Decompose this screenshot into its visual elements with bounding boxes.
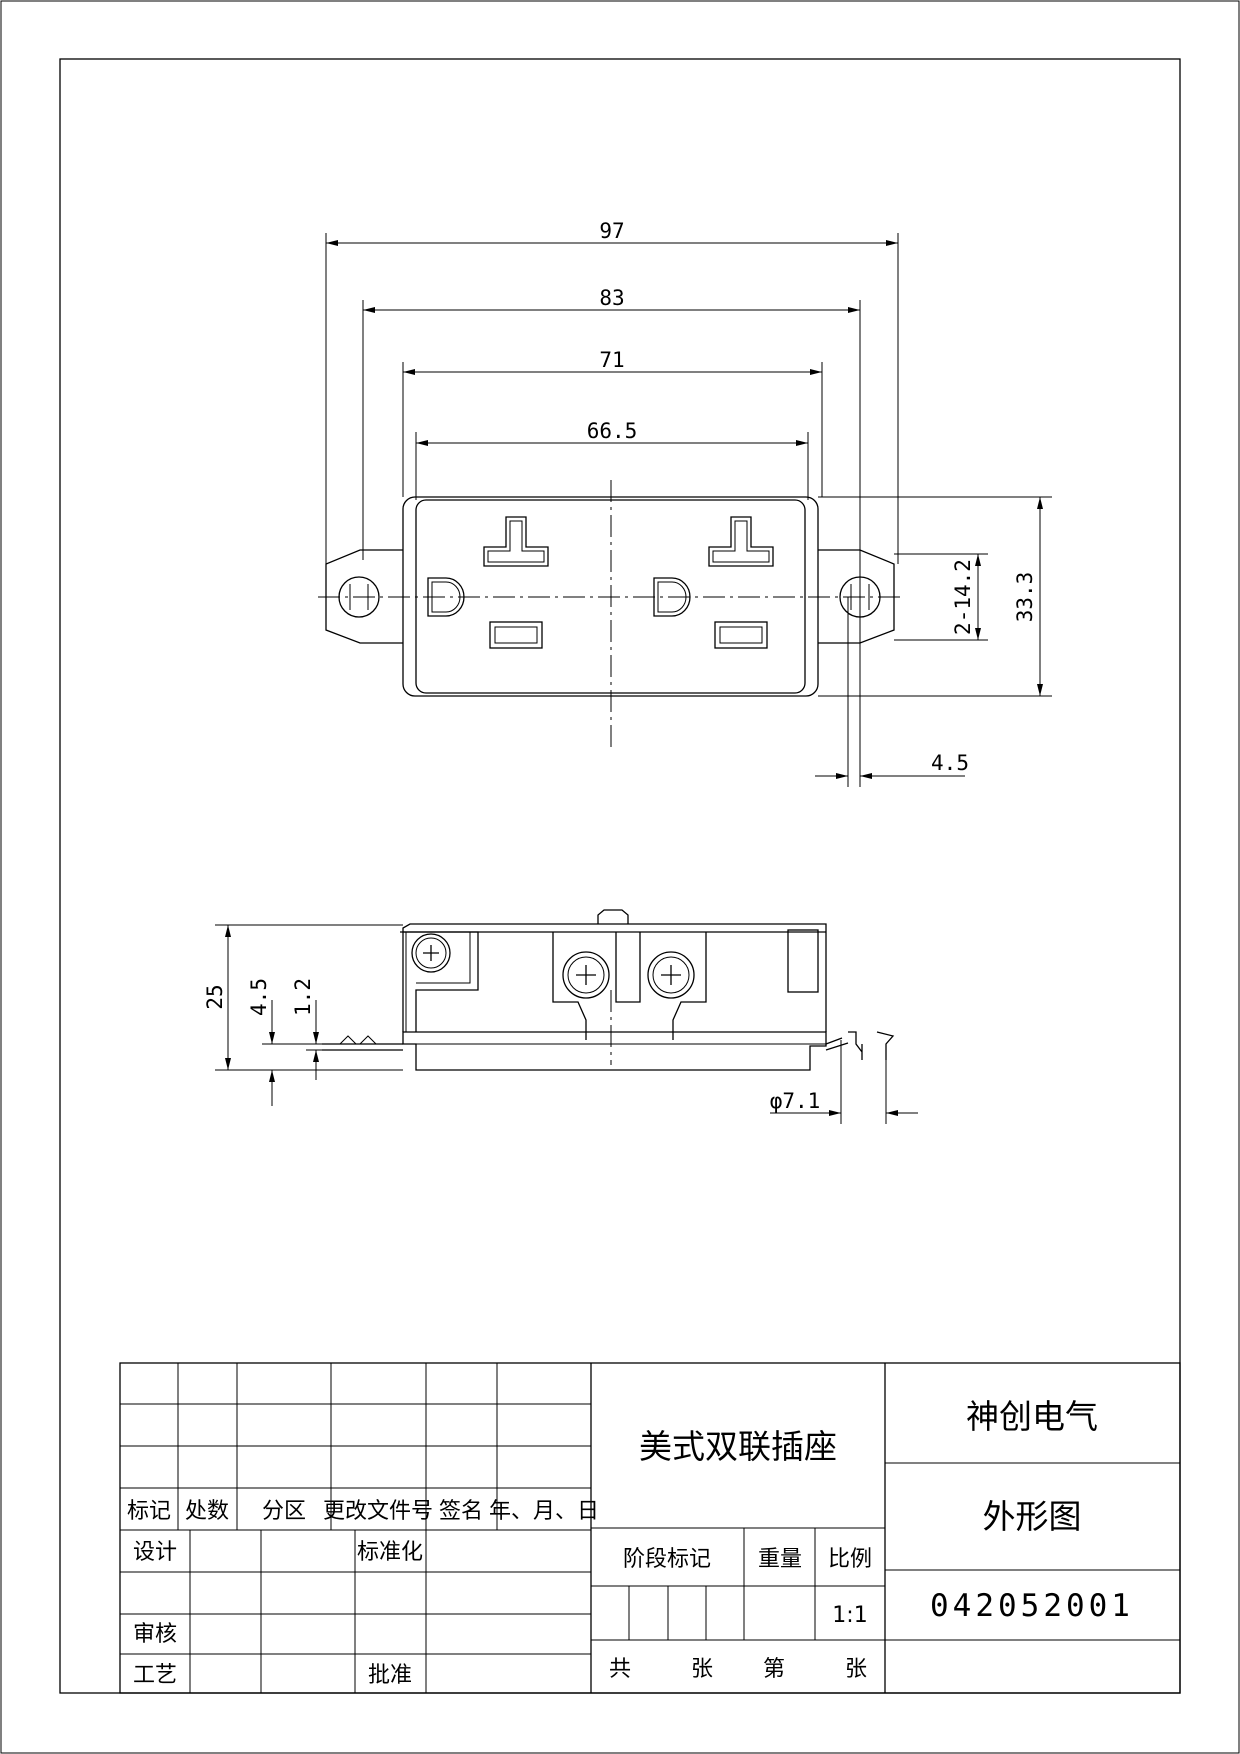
drawing-type: 外形图 bbox=[983, 1497, 1082, 1536]
label-mark: 标记 bbox=[127, 1499, 171, 1524]
dim-25: 25 bbox=[203, 984, 227, 1009]
right-outlet bbox=[653, 516, 774, 649]
label-design: 设计 bbox=[133, 1540, 177, 1565]
center-right-screw bbox=[647, 951, 695, 999]
product-name: 美式双联插座 bbox=[639, 1427, 837, 1466]
dim-71: 71 bbox=[599, 348, 624, 372]
title-block: 标记 处数 分区 更改文件号 签名 年、月、日 设计 标准化 审核 工艺 批准 … bbox=[119, 1362, 1181, 1694]
side-right-box bbox=[787, 929, 819, 993]
label-sheet2: 张 bbox=[845, 1657, 867, 1682]
front-view: 97 83 71 66.5 33.3 2-14.2 4.5 bbox=[318, 219, 1052, 787]
label-number: 第 bbox=[763, 1657, 785, 1682]
side-clip bbox=[848, 1031, 895, 1060]
left-ground-hole bbox=[427, 577, 465, 617]
right-t-slot bbox=[708, 516, 774, 567]
dim-83: 83 bbox=[599, 286, 624, 310]
dim-33-3: 33.3 bbox=[1013, 572, 1037, 623]
dim-1-2: 1.2 bbox=[291, 978, 315, 1016]
center-left-screw bbox=[562, 951, 610, 999]
side-strap bbox=[322, 1037, 849, 1051]
label-standardize: 标准化 bbox=[357, 1540, 423, 1565]
left-terminal-bracket bbox=[400, 931, 479, 1032]
right-ground-hole bbox=[653, 577, 691, 617]
label-review: 审核 bbox=[133, 1622, 177, 1647]
drawing-number: 042052001 bbox=[930, 1588, 1134, 1624]
left-outlet bbox=[427, 516, 549, 649]
company-name: 神创电气 bbox=[966, 1397, 1098, 1436]
dim-97: 97 bbox=[599, 219, 624, 243]
label-total: 共 bbox=[609, 1657, 631, 1682]
label-count: 处数 bbox=[185, 1499, 229, 1524]
dim-phi-7-1: φ7.1 bbox=[770, 1089, 821, 1113]
right-neutral-slot bbox=[714, 621, 768, 649]
label-signature: 签名 bbox=[439, 1499, 483, 1524]
label-weight: 重量 bbox=[758, 1547, 802, 1572]
label-process: 工艺 bbox=[133, 1663, 177, 1688]
left-terminal-screw bbox=[411, 933, 451, 973]
side-housing bbox=[402, 923, 827, 1032]
label-ratio: 比例 bbox=[828, 1547, 872, 1572]
dim-4-5-front: 4.5 bbox=[931, 751, 969, 775]
label-sheet: 张 bbox=[691, 1657, 713, 1682]
side-top-knob bbox=[597, 909, 629, 924]
side-base-plate bbox=[402, 1031, 827, 1071]
left-neutral-slot bbox=[489, 621, 543, 649]
label-stage-mark: 阶段标记 bbox=[623, 1547, 711, 1572]
center-terminal-block bbox=[552, 932, 707, 1040]
label-zone: 分区 bbox=[262, 1499, 306, 1524]
scale-value: 1:1 bbox=[832, 1603, 867, 1628]
label-approve: 批准 bbox=[368, 1663, 412, 1688]
left-t-slot bbox=[483, 516, 549, 567]
label-date: 年、月、日 bbox=[489, 1499, 599, 1524]
dim-2-14-2: 2-14.2 bbox=[951, 559, 975, 635]
label-change-doc: 更改文件号 bbox=[323, 1499, 433, 1524]
side-view: 25 4.5 1.2 φ7.1 bbox=[203, 909, 918, 1124]
dim-4-5-side: 4.5 bbox=[247, 978, 271, 1016]
dim-66-5: 66.5 bbox=[587, 419, 638, 443]
